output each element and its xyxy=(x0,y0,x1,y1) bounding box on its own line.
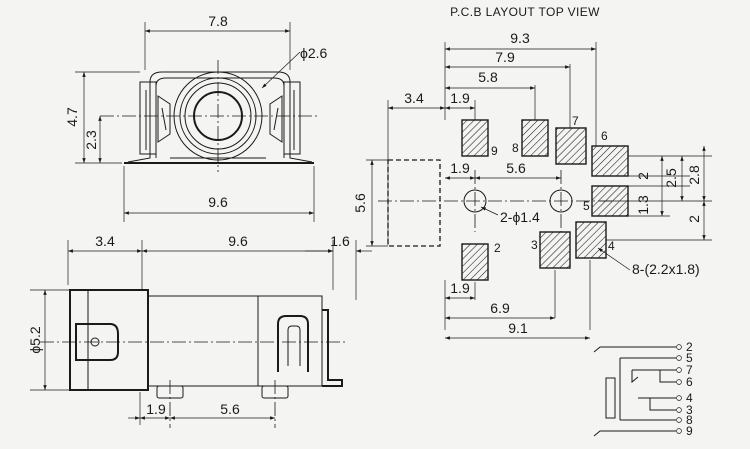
pad-6 xyxy=(591,145,629,177)
side-tail-dim: 1.6 xyxy=(330,233,350,249)
schematic-pin-4: 4 xyxy=(686,391,693,405)
pad-number-2: 2 xyxy=(494,241,501,255)
pcb-pads-label: 8-(2.2x1.8) xyxy=(632,261,700,277)
plug-symbol xyxy=(605,377,616,419)
pcb-dim-5-6-mid: 5.6 xyxy=(506,160,526,176)
pad-number-7: 7 xyxy=(572,114,579,128)
front-center-dim: 2.3 xyxy=(83,130,99,150)
pcb-dim-3-4: 3.4 xyxy=(404,90,424,106)
mounting-hole-right xyxy=(549,189,573,213)
pad-3 xyxy=(539,231,571,269)
front-height-dim: 4.7 xyxy=(64,107,80,127)
front-width-dim: 7.8 xyxy=(208,13,228,29)
pcb-dim-2-8: 2.8 xyxy=(686,165,702,185)
pcb-dim-2-b: 2 xyxy=(686,215,702,223)
pad-2 xyxy=(461,243,489,281)
pcb-dim-1-9-top: 1.9 xyxy=(450,90,470,106)
side-length-dim: 9.6 xyxy=(228,233,248,249)
pad-8 xyxy=(521,119,549,157)
pcb-dim-9-1: 9.1 xyxy=(508,320,528,336)
pcb-holes-label: 2-ϕ1.4 xyxy=(500,209,540,225)
pcb-dim-5-8: 5.8 xyxy=(478,69,498,85)
schematic-pin-6: 6 xyxy=(686,375,693,389)
pcb-dim-9-3: 9.3 xyxy=(510,30,530,46)
pad-number-5: 5 xyxy=(583,199,590,213)
schematic-pin-5: 5 xyxy=(686,351,693,365)
schematic-pin-9: 9 xyxy=(686,424,693,438)
pcb-dim-6-9: 6.9 xyxy=(490,300,510,316)
side-pin-offset-dim: 1.9 xyxy=(146,401,166,417)
pad-number-3: 3 xyxy=(531,238,538,252)
pad-4 xyxy=(575,221,607,259)
pad-9 xyxy=(461,119,489,157)
pcb-dim-7-9: 7.9 xyxy=(495,49,515,65)
side-overhang-dim: 3.4 xyxy=(95,233,115,249)
schematic-pin-2: 2 xyxy=(686,340,693,354)
side-pin-pitch-dim: 5.6 xyxy=(220,401,240,417)
schematic-pin-8: 8 xyxy=(686,413,693,427)
pin-schematic: 2 5 7 6 4 3 8 9 xyxy=(593,340,693,438)
side-view: 3.4 9.6 1.6 ϕ5.2 1.9 5.6 xyxy=(27,233,372,428)
pcb-dim-1-9-bottom: 1.9 xyxy=(450,280,470,296)
schematic-pin-3: 3 xyxy=(686,403,693,417)
pcb-dim-1-3: 1.3 xyxy=(635,195,651,215)
pcb-title: P.C.B LAYOUT TOP VIEW xyxy=(450,5,600,19)
pad-7 xyxy=(555,127,587,165)
pcb-dim-2-5: 2.5 xyxy=(663,168,679,188)
mounting-hole-left xyxy=(463,189,487,213)
front-view: 7.8 ϕ2.6 4.7 2.3 xyxy=(64,13,328,222)
pad-number-9: 9 xyxy=(491,144,498,158)
pcb-dim-left: 5.6 xyxy=(352,193,368,213)
schematic-pin-7: 7 xyxy=(686,363,693,377)
pad-number-8: 8 xyxy=(512,141,519,155)
pcb-dim-1-9-mid: 1.9 xyxy=(450,160,470,176)
side-diameter-dim: ϕ5.2 xyxy=(27,326,43,354)
pad-number-4: 4 xyxy=(608,239,615,253)
front-base-dim: 9.6 xyxy=(208,194,228,210)
pad-number-6: 6 xyxy=(601,129,608,143)
pcb-layout: P.C.B LAYOUT TOP VIEW 9.3 7.9 5.8 3.4 1.… xyxy=(352,5,712,340)
pcb-dim-2-a: 2 xyxy=(635,172,651,180)
front-hole-dim: ϕ2.6 xyxy=(300,45,328,61)
